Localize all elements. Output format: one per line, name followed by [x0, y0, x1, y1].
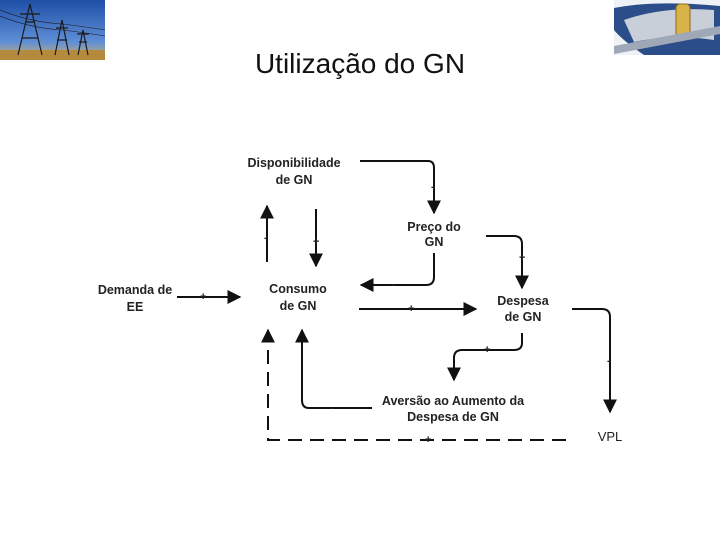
link-despesa-aversao [447, 333, 523, 382]
node-consumo: Consumo de GN [269, 282, 327, 313]
node-demanda: Demanda de EE [98, 283, 172, 314]
link-aversao-consumo [295, 328, 372, 409]
svg-text:de GN: de GN [276, 173, 313, 187]
node-despesa: Despesa de GN [497, 294, 549, 324]
sign-preco-despesa: + [519, 252, 525, 264]
node-disponibilidade: Disponibilidade de GN [247, 156, 340, 187]
gas-pipeline-photo [614, 0, 720, 55]
link-preco-consumo [359, 253, 435, 292]
node-vpl: VPL [598, 429, 623, 444]
sign-demanda-consumo: + [200, 291, 206, 303]
node-preco: Preço do GN [407, 220, 461, 249]
svg-text:Disponibilidade: Disponibilidade [247, 156, 340, 170]
svg-text:Despesa: Despesa [497, 294, 549, 308]
svg-text:de GN: de GN [280, 299, 317, 313]
svg-text:de GN: de GN [505, 310, 542, 324]
link-vpl-consumo [261, 328, 566, 441]
sign-preco-consumo: - [391, 279, 395, 291]
sign-consumo-despesa: + [408, 303, 414, 315]
svg-text:Consumo: Consumo [269, 282, 327, 296]
sign-aversao-consumo: - [330, 402, 334, 414]
power-lines-photo [0, 0, 105, 60]
sign-disponibilidade-preco: - [431, 181, 435, 193]
sign-consumo-disponibilidade: - [264, 232, 268, 244]
sign-despesa-vpl: - [607, 355, 611, 367]
svg-text:Aversão ao Aumento da: Aversão ao Aumento da [382, 394, 525, 408]
link-despesa-vpl [572, 308, 617, 414]
svg-text:EE: EE [127, 300, 144, 314]
slide-title: Utilização do GN [254, 48, 466, 79]
polarity-signs: - - + + - + + + - - + [200, 181, 611, 446]
svg-text:Preço do: Preço do [407, 220, 461, 234]
node-aversao: Aversão ao Aumento da Despesa de GN [382, 394, 525, 424]
svg-text:Despesa de GN: Despesa de GN [407, 410, 499, 424]
sign-despesa-aversao: + [484, 344, 490, 356]
link-disponibilidade-preco [360, 160, 441, 215]
svg-text:GN: GN [425, 235, 444, 249]
link-preco-despesa [486, 235, 529, 290]
svg-text:Demanda de: Demanda de [98, 283, 172, 297]
sign-vpl-consumo: + [425, 434, 431, 446]
sign-disponibilidade-consumo: + [313, 236, 319, 248]
